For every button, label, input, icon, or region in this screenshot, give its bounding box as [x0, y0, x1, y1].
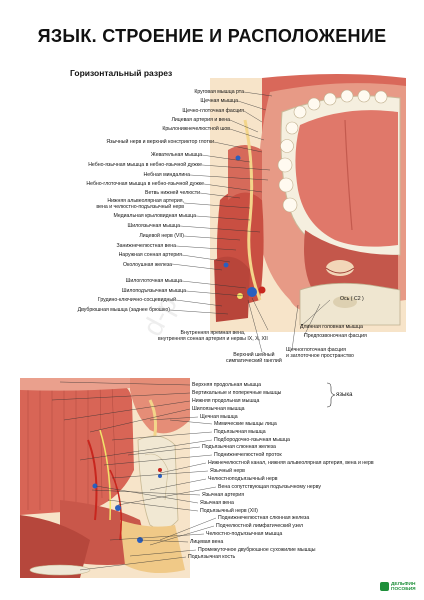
label-buccinator: Щечная мышца	[200, 98, 238, 104]
label-pterygomandibular-raphe: Крылонижнечелюстной шов	[162, 126, 230, 132]
label-longus-capitis: Длинная головная мышца	[300, 324, 363, 330]
label-prevertebral-fascia: Предпозвоночная фасция	[304, 333, 367, 339]
label-facial-nerve: Лицевой нерв (VII)	[139, 233, 184, 239]
page-title: ЯЗЫК. СТРОЕНИЕ И РАСПОЛОЖЕНИЕ	[37, 26, 387, 46]
label-vertical-transverse: Вертикальные и поперечные мышцы	[192, 390, 282, 396]
label-tongue-brace: языка	[336, 392, 353, 398]
label-mandibular-canal: Нижнечелюстной канал, нижняя альвеолярна…	[208, 460, 374, 466]
label-inferior-alveolar-1: Нижняя альвеолярная артерия,	[107, 198, 184, 204]
tongue-muscles-brace	[326, 382, 336, 408]
label-hypoglossal-nerve: Подъязычный нерв (XII)	[200, 508, 258, 514]
label-inferior-longitudinal: Нижняя продольная мышца	[192, 398, 260, 404]
label-palatoglossus: Небно-язычная мышца в небно-язычной дужк…	[88, 162, 202, 168]
label-axis-c2: Ось ( C2 )	[340, 296, 364, 302]
label-mylohyoid-nerve: Челюстноподъязычный нерв	[208, 476, 278, 482]
label-external-carotid: Наружная сонная артерия	[118, 252, 182, 258]
label-submandibular-duct: Поднижнечелюстной проток	[214, 452, 282, 458]
label-lingual-vein: Язычная вена	[200, 500, 234, 506]
label-buccopharyngeal-fascia: Щечно-глоточная фасция	[182, 108, 244, 114]
label-hyoid-bone: Подъязычная кость	[188, 554, 236, 560]
frontal-section-illustration	[20, 378, 190, 578]
label-parotid-gland: Околоушная железа	[122, 262, 172, 268]
label-vena-comitans: Вена сопутствующая подъязычному нерву	[218, 484, 321, 490]
label-lingual-nerve-2: Язычный нерв	[210, 468, 245, 474]
label-stylopharyngeus: Шилоглоточная мышца	[125, 278, 182, 284]
label-retromandibular-vein: Занижнечелюстная вена	[116, 243, 176, 249]
label-mandible-ramus: Ветвь нижней челюсти	[145, 190, 200, 196]
label-hyoglossus: Подъязычная мышца	[214, 429, 266, 435]
label-superior-cervical-ganglion: Верхний шейный симпатический ганглий	[226, 352, 282, 364]
label-buccinator-2: Щечная мышца	[200, 414, 238, 420]
label-styloglossus-2: Шилоязычная мышца	[192, 406, 245, 412]
label-lingual-nerve: Язычный нерв и верхний констриктор глотк…	[106, 139, 214, 145]
top-leader-lines	[169, 91, 331, 353]
label-inferior-alveolar-2: вена и челюстно-подъязычный нерв	[96, 204, 184, 210]
section-subtitle: Горизонтальный разрез	[70, 68, 173, 78]
label-mylohyoid: Челюстно-подъязычная мышца	[206, 531, 283, 537]
label-styloglossus: Шилоязычная мышца	[127, 223, 180, 229]
label-submandibular-gland: Поднижнечелюстная слюнная железа	[218, 515, 310, 521]
label-facial-vein: Лицевая вена	[190, 539, 224, 545]
label-superior-longitudinal: Верхняя продольная мышца	[192, 382, 261, 388]
label-palatopharyngeus: Небно-глоточная мышца в небно-язычной ду…	[86, 181, 204, 187]
logo-icon	[380, 582, 389, 591]
label-genioglossus: Подбородочно-язычная мышца	[214, 437, 290, 443]
label-sternocleidomastoid: Грудино-ключично-сосцевидный	[97, 297, 176, 303]
label-facial-artery-vein: Лицевая артерия и вена	[171, 117, 231, 123]
publisher-logo: ДЕЛЬФИН ПОСОБИЯ	[380, 581, 418, 593]
logo-text: ДЕЛЬФИН ПОСОБИЯ	[391, 582, 416, 592]
label-lingual-artery: Язычная артерия	[202, 492, 245, 498]
label-orbicularis-oris: Круговая мышца рта	[194, 89, 244, 95]
label-intermediate-tendon: Промежуточное двубрюшное сухожилие мышцы	[198, 547, 316, 553]
label-internal-jugular: Внутренняя яремная вена, внутренняя сонн…	[158, 330, 268, 342]
label-submandibular-lymph: Подчелюстной лимфатический узел	[216, 523, 304, 529]
label-retropharyngeal-space: Щечноглоточная фасция и заглоточное прос…	[286, 347, 354, 359]
label-facial-expression: Мимические мышцы лица	[214, 421, 277, 427]
label-masseter: Жевательная мышца	[150, 152, 202, 158]
label-medial-pterygoid: Медиальная крыловидная мышца	[113, 213, 196, 219]
bottom-leader-lines	[51, 381, 217, 571]
label-digastric-posterior: Двубрюшная мышца (заднее брюшко)	[77, 307, 170, 313]
horizontal-section-illustration	[210, 74, 406, 332]
label-stylohyoid: Шилоподъязычная мышца	[121, 288, 186, 294]
label-palatine-tonsil: Небная миндалина	[143, 172, 190, 178]
label-sublingual-gland: Подъязычная слюнная железа	[202, 444, 276, 450]
